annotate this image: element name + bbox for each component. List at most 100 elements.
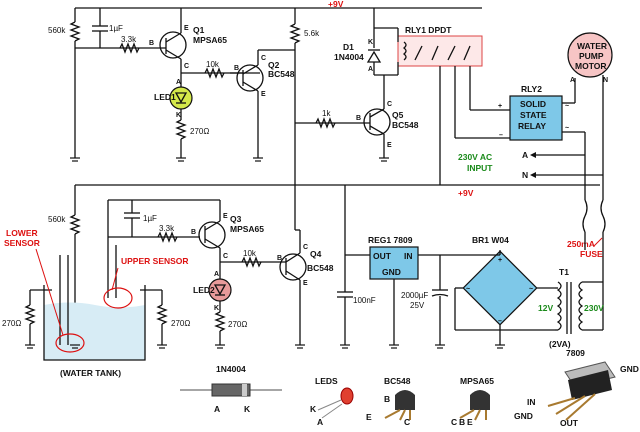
pin-leds-name: LEDS — [315, 376, 338, 386]
water-fill — [44, 302, 145, 360]
upper-sensor-ring — [103, 287, 133, 309]
r-top-lower: 560k — [48, 215, 66, 224]
t1-label: T1 — [559, 267, 569, 277]
svg-text:E: E — [303, 280, 308, 287]
pin-bc548-e: E — [366, 412, 372, 422]
fuse-line-1: 250mA — [567, 239, 595, 249]
lower-circuit: 560k 1µF 3.3k Q3 MPSA65 10k LED2 270Ω — [2, 199, 334, 345]
r-led2: 270Ω — [228, 320, 247, 329]
regulator: REG1 7809 OUT IN GND 100nF 2000µF 25V — [337, 185, 465, 345]
pinout-mpsa65: MPSA65 C B E — [451, 376, 494, 427]
ac-n: N — [522, 170, 528, 180]
svg-text:B: B — [191, 229, 196, 236]
t1-primary: 230V — [584, 303, 604, 313]
svg-text:C: C — [184, 63, 189, 70]
svg-text:E: E — [223, 213, 228, 220]
ac-line-2: INPUT — [467, 163, 493, 173]
svg-text:B: B — [234, 65, 239, 72]
r-left: 270Ω — [2, 319, 21, 328]
pin-bc548-b: B — [384, 394, 390, 404]
fuse-line-2: FUSE — [580, 249, 603, 259]
bridge-ac-right: ~ — [529, 286, 533, 293]
q5-type: BC548 — [392, 120, 419, 130]
t1-rating: (2VA) — [549, 339, 571, 349]
d1-name: D1 — [343, 42, 354, 52]
svg-text:C: C — [387, 101, 392, 108]
mid-rail-label: +9V — [458, 188, 474, 198]
q1-name: Q1 — [193, 25, 205, 35]
svg-text:A: A — [368, 66, 373, 73]
top-rail: +9V — [75, 0, 482, 9]
q2-name: Q2 — [268, 60, 280, 70]
bridge-label: BR1 W04 — [472, 235, 509, 245]
water-tank: LOWER SENSOR UPPER SENSOR (WATER TANK) — [4, 228, 189, 378]
r-q4: 10k — [243, 249, 257, 258]
cap-100nf: 100nF — [353, 296, 376, 305]
pin-bc548-c: C — [404, 417, 410, 427]
relay2: RLY2 SOLID STATE RELAY + – ~ ~ — [498, 78, 585, 141]
svg-text:–: – — [499, 132, 503, 139]
pin-7809-out: OUT — [560, 418, 579, 427]
pin-mpsa65-e: E — [467, 417, 473, 427]
pin-7809-gnd-top: GND — [620, 364, 639, 374]
bridge-body — [462, 250, 538, 326]
pin-7809-gnd: GND — [514, 411, 533, 421]
svg-text:~: ~ — [565, 103, 569, 110]
ac-input: 230V AC INPUT A N — [458, 132, 603, 200]
pin-7809-in: IN — [527, 397, 536, 407]
svg-text:K: K — [368, 39, 373, 46]
pinout-7809: 7809 GND IN GND OUT — [514, 348, 639, 428]
ssr-name: RLY2 — [521, 84, 542, 94]
pin-mpsa65-b: B — [459, 417, 465, 427]
lower-sensor-ring — [55, 333, 85, 353]
q5-name: Q5 — [392, 110, 404, 120]
pin-diode-k: K — [244, 404, 251, 414]
svg-text:K: K — [214, 305, 219, 312]
svg-text:E: E — [387, 142, 392, 149]
t1-secondary: 12V — [538, 303, 553, 313]
q2-type: BC548 — [268, 69, 295, 79]
upper-sensor-label: UPPER SENSOR — [121, 256, 189, 266]
ac-line-1: 230V AC — [458, 152, 492, 162]
ssr-box — [509, 95, 563, 141]
svg-text:K: K — [176, 112, 181, 119]
r-led1: 270Ω — [190, 127, 209, 136]
svg-text:B: B — [149, 40, 154, 47]
cap-2000uf-b: 25V — [410, 301, 425, 310]
transformer: T1 12V 230V (2VA) 250mA FUSE — [538, 199, 606, 349]
relay1-box — [397, 35, 483, 67]
lower-sensor-label-2: SENSOR — [4, 238, 40, 248]
q3-type: MPSA65 — [230, 224, 264, 234]
r-q2: 10k — [206, 60, 220, 69]
top-rail-label: +9V — [328, 0, 344, 9]
svg-text:~: ~ — [565, 125, 569, 132]
lower-sensor-label-1: LOWER — [6, 228, 38, 238]
q4-type: BC548 — [307, 263, 334, 273]
svg-text:A: A — [570, 77, 575, 84]
pin-7809-name: 7809 — [566, 348, 585, 358]
svg-text:A: A — [176, 79, 181, 86]
bridge-plus: + — [498, 257, 502, 264]
led2-label: LED2 — [193, 285, 215, 295]
motor-line-3: MOTOR — [575, 61, 606, 71]
pin-diode-a: A — [214, 404, 220, 414]
svg-text:C: C — [303, 244, 308, 251]
svg-text:E: E — [261, 91, 266, 98]
ac-a: A — [522, 150, 528, 160]
ground-symbols — [25, 157, 505, 349]
mid-rail: +9V — [74, 184, 600, 215]
pin-mpsa65-c: C — [451, 417, 457, 427]
d1-type: 1N4004 — [334, 52, 364, 62]
svg-text:E: E — [184, 25, 189, 32]
svg-text:+: + — [498, 103, 502, 110]
cap-upper: 1µF — [109, 24, 123, 33]
r-top-upper: 560k — [48, 26, 66, 35]
ssr-line-3: RELAY — [518, 121, 546, 131]
pinout-bc548: BC548 B E C — [366, 376, 415, 427]
upper-circuit: 560k 1µF 3.3k Q1 MPSA65 10k LED1 270Ω — [48, 8, 419, 230]
reg1-label: REG1 7809 — [368, 235, 413, 245]
svg-text:B: B — [277, 255, 282, 262]
cap-lower: 1µF — [143, 214, 157, 223]
